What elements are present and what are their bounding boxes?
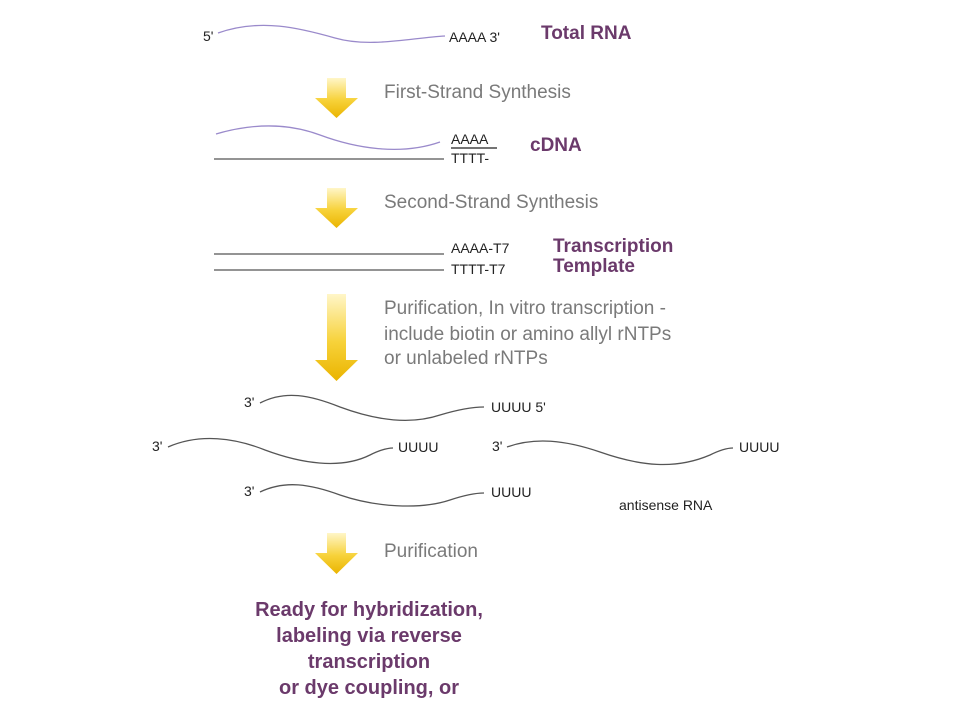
template-label-line1: Transcription bbox=[553, 236, 673, 257]
down-arrow-icon bbox=[315, 188, 358, 228]
antisense-strand1-start: 3' bbox=[244, 394, 254, 410]
antisense-strand-3 bbox=[506, 440, 734, 466]
cdna-label: cDNA bbox=[530, 135, 582, 156]
down-arrow-icon bbox=[315, 78, 358, 118]
total-rna-strand bbox=[217, 24, 446, 43]
template-top-tail: AAAA-T7 bbox=[451, 240, 510, 256]
down-arrow-icon bbox=[315, 294, 358, 381]
template-label-line2: Template bbox=[553, 256, 635, 277]
cdna-top-tail: AAAA bbox=[451, 131, 489, 147]
final-line4: or dye coupling, or bbox=[279, 677, 459, 699]
total-rna-tail: AAAA 3' bbox=[449, 29, 500, 45]
first-strand-step: First-Strand Synthesis bbox=[384, 82, 571, 103]
antisense-strand-4 bbox=[259, 484, 485, 507]
total-rna-label: Total RNA bbox=[541, 23, 632, 44]
antisense-strand3-tail: UUUU bbox=[739, 439, 779, 455]
antisense-strand4-start: 3' bbox=[244, 483, 254, 499]
five-prime-label: 5' bbox=[203, 28, 213, 44]
antisense-rna-label: antisense RNA bbox=[619, 497, 713, 513]
ivt-step-line1: Purification, In vitro transcription - bbox=[384, 298, 666, 319]
antisense-strand3-start: 3' bbox=[492, 438, 502, 454]
antisense-strand2-tail: UUUU bbox=[398, 439, 438, 455]
final-line3: transcription bbox=[308, 651, 430, 673]
antisense-strand-2 bbox=[167, 437, 394, 465]
second-strand-step: Second-Strand Synthesis bbox=[384, 192, 598, 213]
down-arrow-icon bbox=[315, 533, 358, 574]
antisense-strand-1 bbox=[259, 394, 485, 421]
ivt-step-line3: or unlabeled rNTPs bbox=[384, 348, 548, 369]
cdna-rna-strand bbox=[215, 125, 441, 150]
antisense-strand4-tail: UUUU bbox=[491, 484, 531, 500]
ivt-step-line2: include biotin or amino allyl rNTPs bbox=[384, 324, 671, 345]
final-line1: Ready for hybridization, bbox=[255, 599, 483, 621]
cdna-bottom-tail: TTTT- bbox=[451, 150, 489, 166]
antisense-strand1-tail: UUUU 5' bbox=[491, 399, 546, 415]
antisense-strand2-start: 3' bbox=[152, 438, 162, 454]
final-line2: labeling via reverse bbox=[276, 625, 462, 647]
template-bottom-tail: TTTT-T7 bbox=[451, 261, 506, 277]
purification-step: Purification bbox=[384, 541, 478, 562]
